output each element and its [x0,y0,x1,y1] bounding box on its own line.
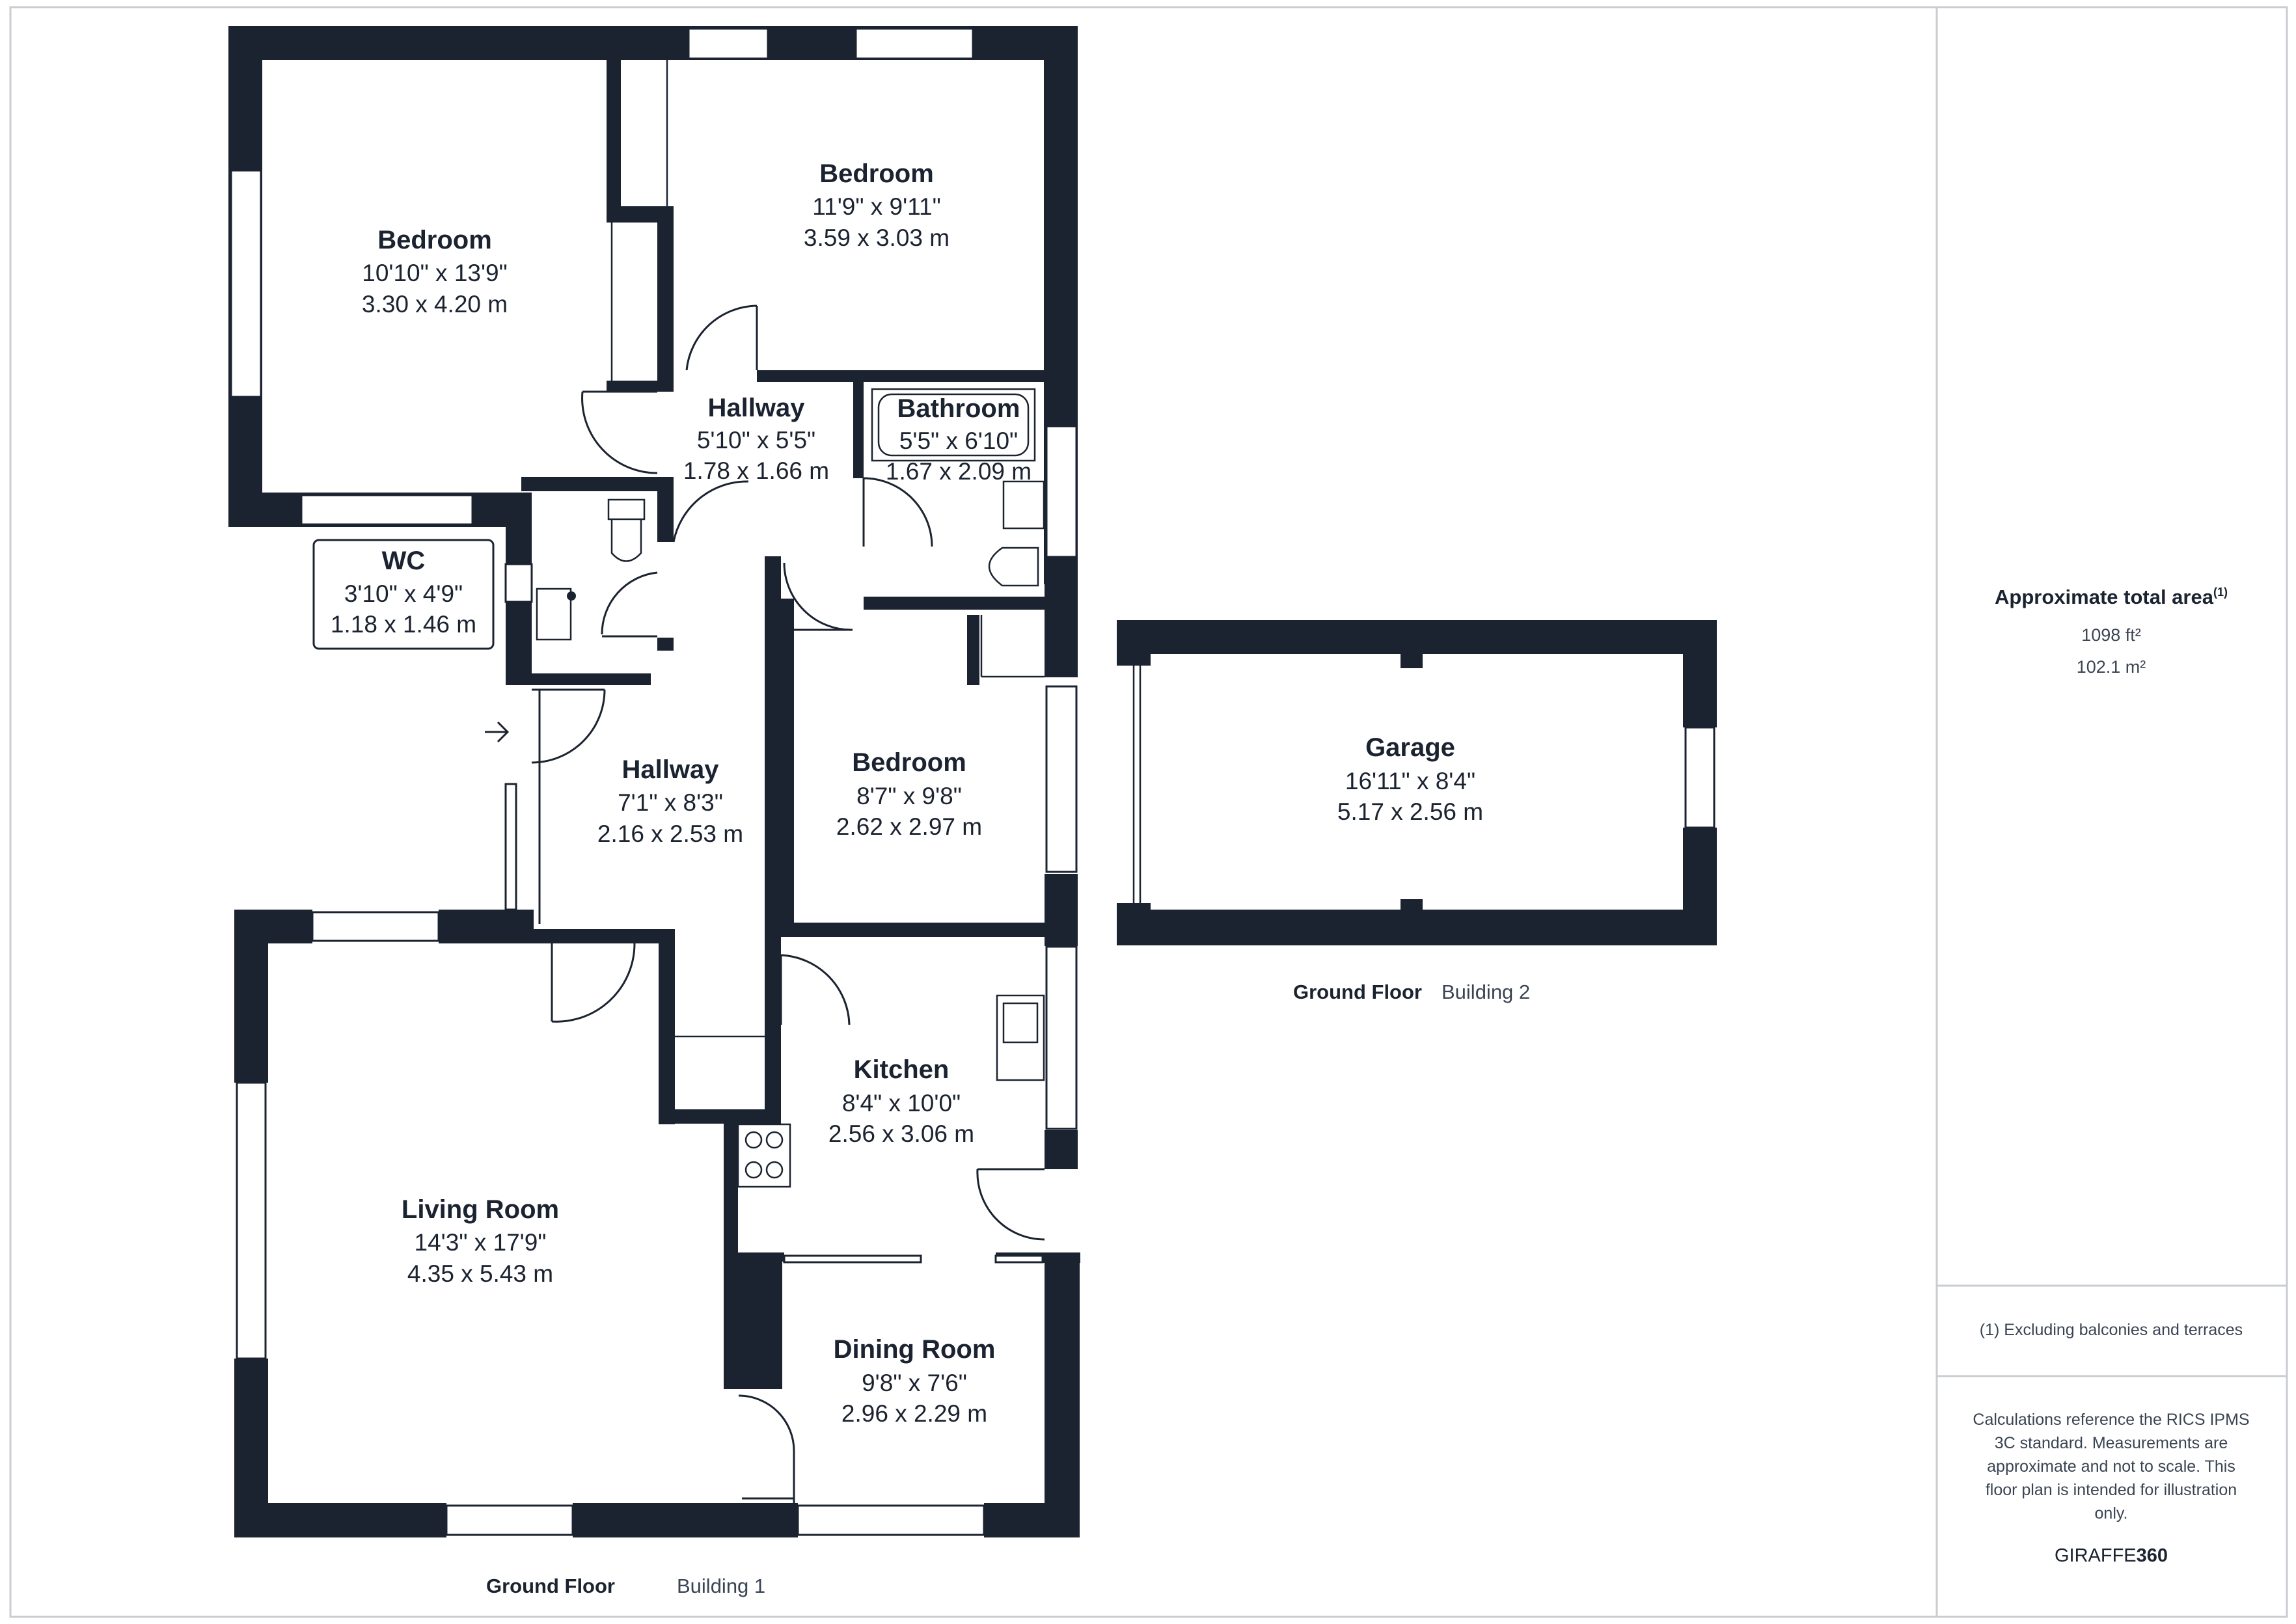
svg-text:16'11" x 8'4": 16'11" x 8'4" [1345,768,1475,794]
room-label-hallway-1: Hallway 5'10" x 5'5" 1.78 x 1.66 m [683,394,829,484]
room-label-bedroom-3: Bedroom 8'7" x 9'8" 2.62 x 2.97 m [836,748,982,840]
svg-text:Ground Floor: Ground Floor [486,1575,615,1597]
toilet-icon [607,498,646,562]
svg-text:WC: WC [382,547,426,575]
svg-text:2.62 x 2.97 m: 2.62 x 2.97 m [836,813,982,840]
svg-text:5.17 x 2.56 m: 5.17 x 2.56 m [1337,798,1483,825]
svg-text:10'10" x 13'9": 10'10" x 13'9" [362,260,508,286]
bathroom-toilet [988,547,1039,587]
building-1-doors [531,60,1045,1503]
bath-icon [871,388,1036,462]
floor-label-building-2: Ground Floor Building 2 [1293,981,1530,1003]
svg-text:Calculations reference the RIC: Calculations reference the RICS IPMS [1973,1411,2249,1429]
wc-label-box [312,539,495,650]
svg-text:3C standard. Measurements are: 3C standard. Measurements are [1995,1434,2228,1452]
svg-text:Bedroom: Bedroom [377,226,492,254]
svg-text:1.78 x 1.66 m: 1.78 x 1.66 m [683,457,829,484]
svg-text:3.59 x 3.03 m: 3.59 x 3.03 m [804,224,950,251]
svg-text:Kitchen: Kitchen [854,1055,950,1084]
bathroom-basin [1002,480,1045,530]
svg-text:Living Room: Living Room [402,1195,559,1224]
svg-text:approximate and not to scale.: approximate and not to scale. This [1987,1457,2235,1476]
svg-text:8'4" x 10'0": 8'4" x 10'0" [842,1090,961,1116]
svg-text:Hallway: Hallway [708,394,806,422]
svg-text:3'10" x 4'9": 3'10" x 4'9" [344,580,463,607]
svg-text:Building 2: Building 2 [1442,981,1530,1003]
area-footnote: (1) Excluding balconies and terraces [1980,1321,2243,1339]
svg-text:11'9" x 9'11": 11'9" x 9'11" [812,193,940,220]
area-footnote-marker: (1) [2213,586,2228,599]
svg-text:4.35 x 5.43 m: 4.35 x 5.43 m [407,1260,553,1287]
floor-label-building-1: Ground Floor Building 1 [486,1575,765,1597]
svg-text:14'3" x 17'9": 14'3" x 17'9" [415,1229,547,1256]
sink-icon [996,994,1045,1081]
room-label-living-room: Living Room 14'3" x 17'9" 4.35 x 5.43 m [402,1195,559,1287]
svg-text:Hallway: Hallway [622,755,720,784]
svg-text:2.56 x 3.06 m: 2.56 x 3.06 m [828,1120,974,1147]
building-2-openings [1132,666,1715,903]
svg-text:2.96 x 2.29 m: 2.96 x 2.29 m [841,1400,987,1427]
room-label-kitchen: Kitchen 8'4" x 10'0" 2.56 x 3.06 m [828,1055,974,1147]
svg-text:3.30 x 4.20 m: 3.30 x 4.20 m [362,291,508,318]
building-1-windows [230,27,1078,1536]
room-label-hallway-2: Hallway 7'1" x 8'3" 2.16 x 2.53 m [597,755,743,847]
room-label-bedroom-2: Bedroom 11'9" x 9'11" 3.59 x 3.03 m [804,159,950,251]
area-sqm: 102.1 m² [2077,657,2146,677]
area-title: Approximate total area [1995,586,2214,608]
room-label-bedroom-1: Bedroom 10'10" x 13'9" 3.30 x 4.20 m [362,226,508,318]
svg-text:Garage: Garage [1365,733,1455,762]
svg-text:Bathroom: Bathroom [897,394,1020,423]
disclaimer: Calculations reference the RICS IPMS 3C … [1973,1411,2249,1522]
svg-text:2.16 x 2.53 m: 2.16 x 2.53 m [597,820,743,847]
room-label-garage: Garage 16'11" x 8'4" 5.17 x 2.56 m [1337,733,1483,825]
svg-text:1.18 x 1.46 m: 1.18 x 1.46 m [331,611,476,638]
room-label-wc: WC 3'10" x 4'9" 1.18 x 1.46 m [331,547,476,638]
svg-text:5'10" x 5'5": 5'10" x 5'5" [697,427,815,453]
svg-text:9'8" x 7'6": 9'8" x 7'6" [862,1370,967,1396]
building-2-walls [1117,620,1717,945]
svg-text:Approximate total area(1): Approximate total area(1) [1995,586,2228,608]
svg-text:1.67 x 2.09 m: 1.67 x 2.09 m [886,458,1032,485]
svg-text:Dining Room: Dining Room [834,1335,996,1364]
svg-text:only.: only. [2095,1504,2128,1522]
brand-logo: GIRAFFE360 [2055,1545,2168,1566]
hob-icon [737,1123,791,1188]
room-label-bathroom: Bathroom 5'5" x 6'10" 1.67 x 2.09 m [886,394,1032,485]
svg-text:Bedroom: Bedroom [852,748,966,777]
svg-text:5'5" x 6'10": 5'5" x 6'10" [899,427,1018,454]
svg-text:7'1" x 8'3": 7'1" x 8'3" [618,789,723,816]
svg-text:8'7" x 9'8": 8'7" x 9'8" [856,783,962,809]
entrance-arrow-icon [485,721,510,743]
area-sqft: 1098 ft² [2081,625,2141,645]
svg-text:Ground Floor: Ground Floor [1293,981,1422,1003]
svg-text:floor plan is intended for ill: floor plan is intended for illustration [1986,1481,2237,1499]
svg-text:Building 1: Building 1 [677,1575,765,1597]
svg-text:Bedroom: Bedroom [819,159,934,188]
total-area-block: Approximate total area(1) 1098 ft² 102.1… [1995,586,2228,677]
page-border [9,6,2288,1618]
building-1-fixtures [485,388,1045,1188]
room-label-dining-room: Dining Room 9'8" x 7'6" 2.96 x 2.29 m [834,1335,996,1427]
basin-icon [536,588,576,641]
